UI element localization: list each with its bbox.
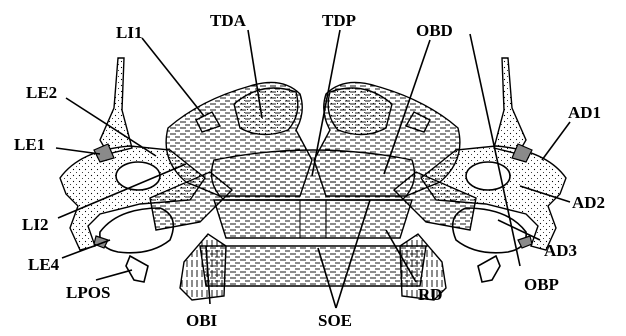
upper-central-block [214,200,412,238]
label-le2: LE2 [26,83,57,102]
label-le4: LE4 [28,255,60,274]
label-obp: OBP [524,275,559,294]
label-tda: TDA [210,11,247,30]
soe-muscle [200,246,426,286]
label-ad1: AD1 [568,103,601,122]
label-soe: SOE [318,311,352,330]
label-lpos: LPOS [66,283,110,302]
label-obi: OBI [186,311,218,330]
label-ad2: AD2 [572,193,605,212]
label-ad3: AD3 [544,241,577,260]
label-rd: RD [418,285,443,304]
obi-block [180,234,226,300]
label-le1: LE1 [14,135,45,154]
label-obd: OBD [416,21,453,40]
label-tdp: TDP [322,11,356,30]
label-li1: LI1 [116,23,142,42]
label-li2: LI2 [22,215,48,234]
